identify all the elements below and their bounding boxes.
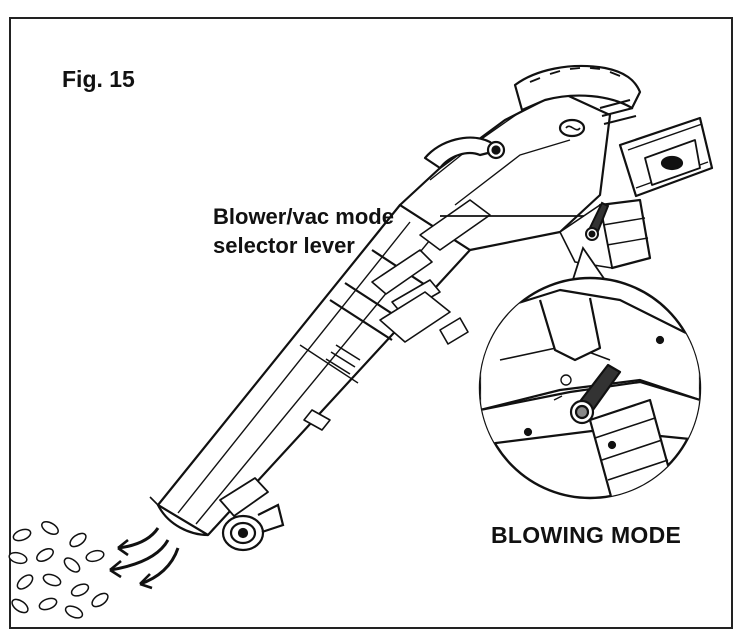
mode-selector-detail [478,276,702,500]
motor-housing [371,90,612,345]
blown-leaves-icon [8,521,109,619]
blowing-mode-label: BLOWING MODE [491,522,682,548]
nozzle-wheel [221,503,285,552]
figure-border [9,17,733,629]
figure-title: Fig. 15 [62,66,135,92]
main-handle [513,64,642,138]
callout-line-2: selector lever [213,233,355,258]
callout-line-1: Blower/vac mode [213,204,394,229]
battery-pack [618,116,714,198]
selector-lever-small [585,201,610,241]
airflow-arrows-icon [109,527,180,590]
selector-lever-callout: Blower/vac mode selector lever [213,202,394,260]
